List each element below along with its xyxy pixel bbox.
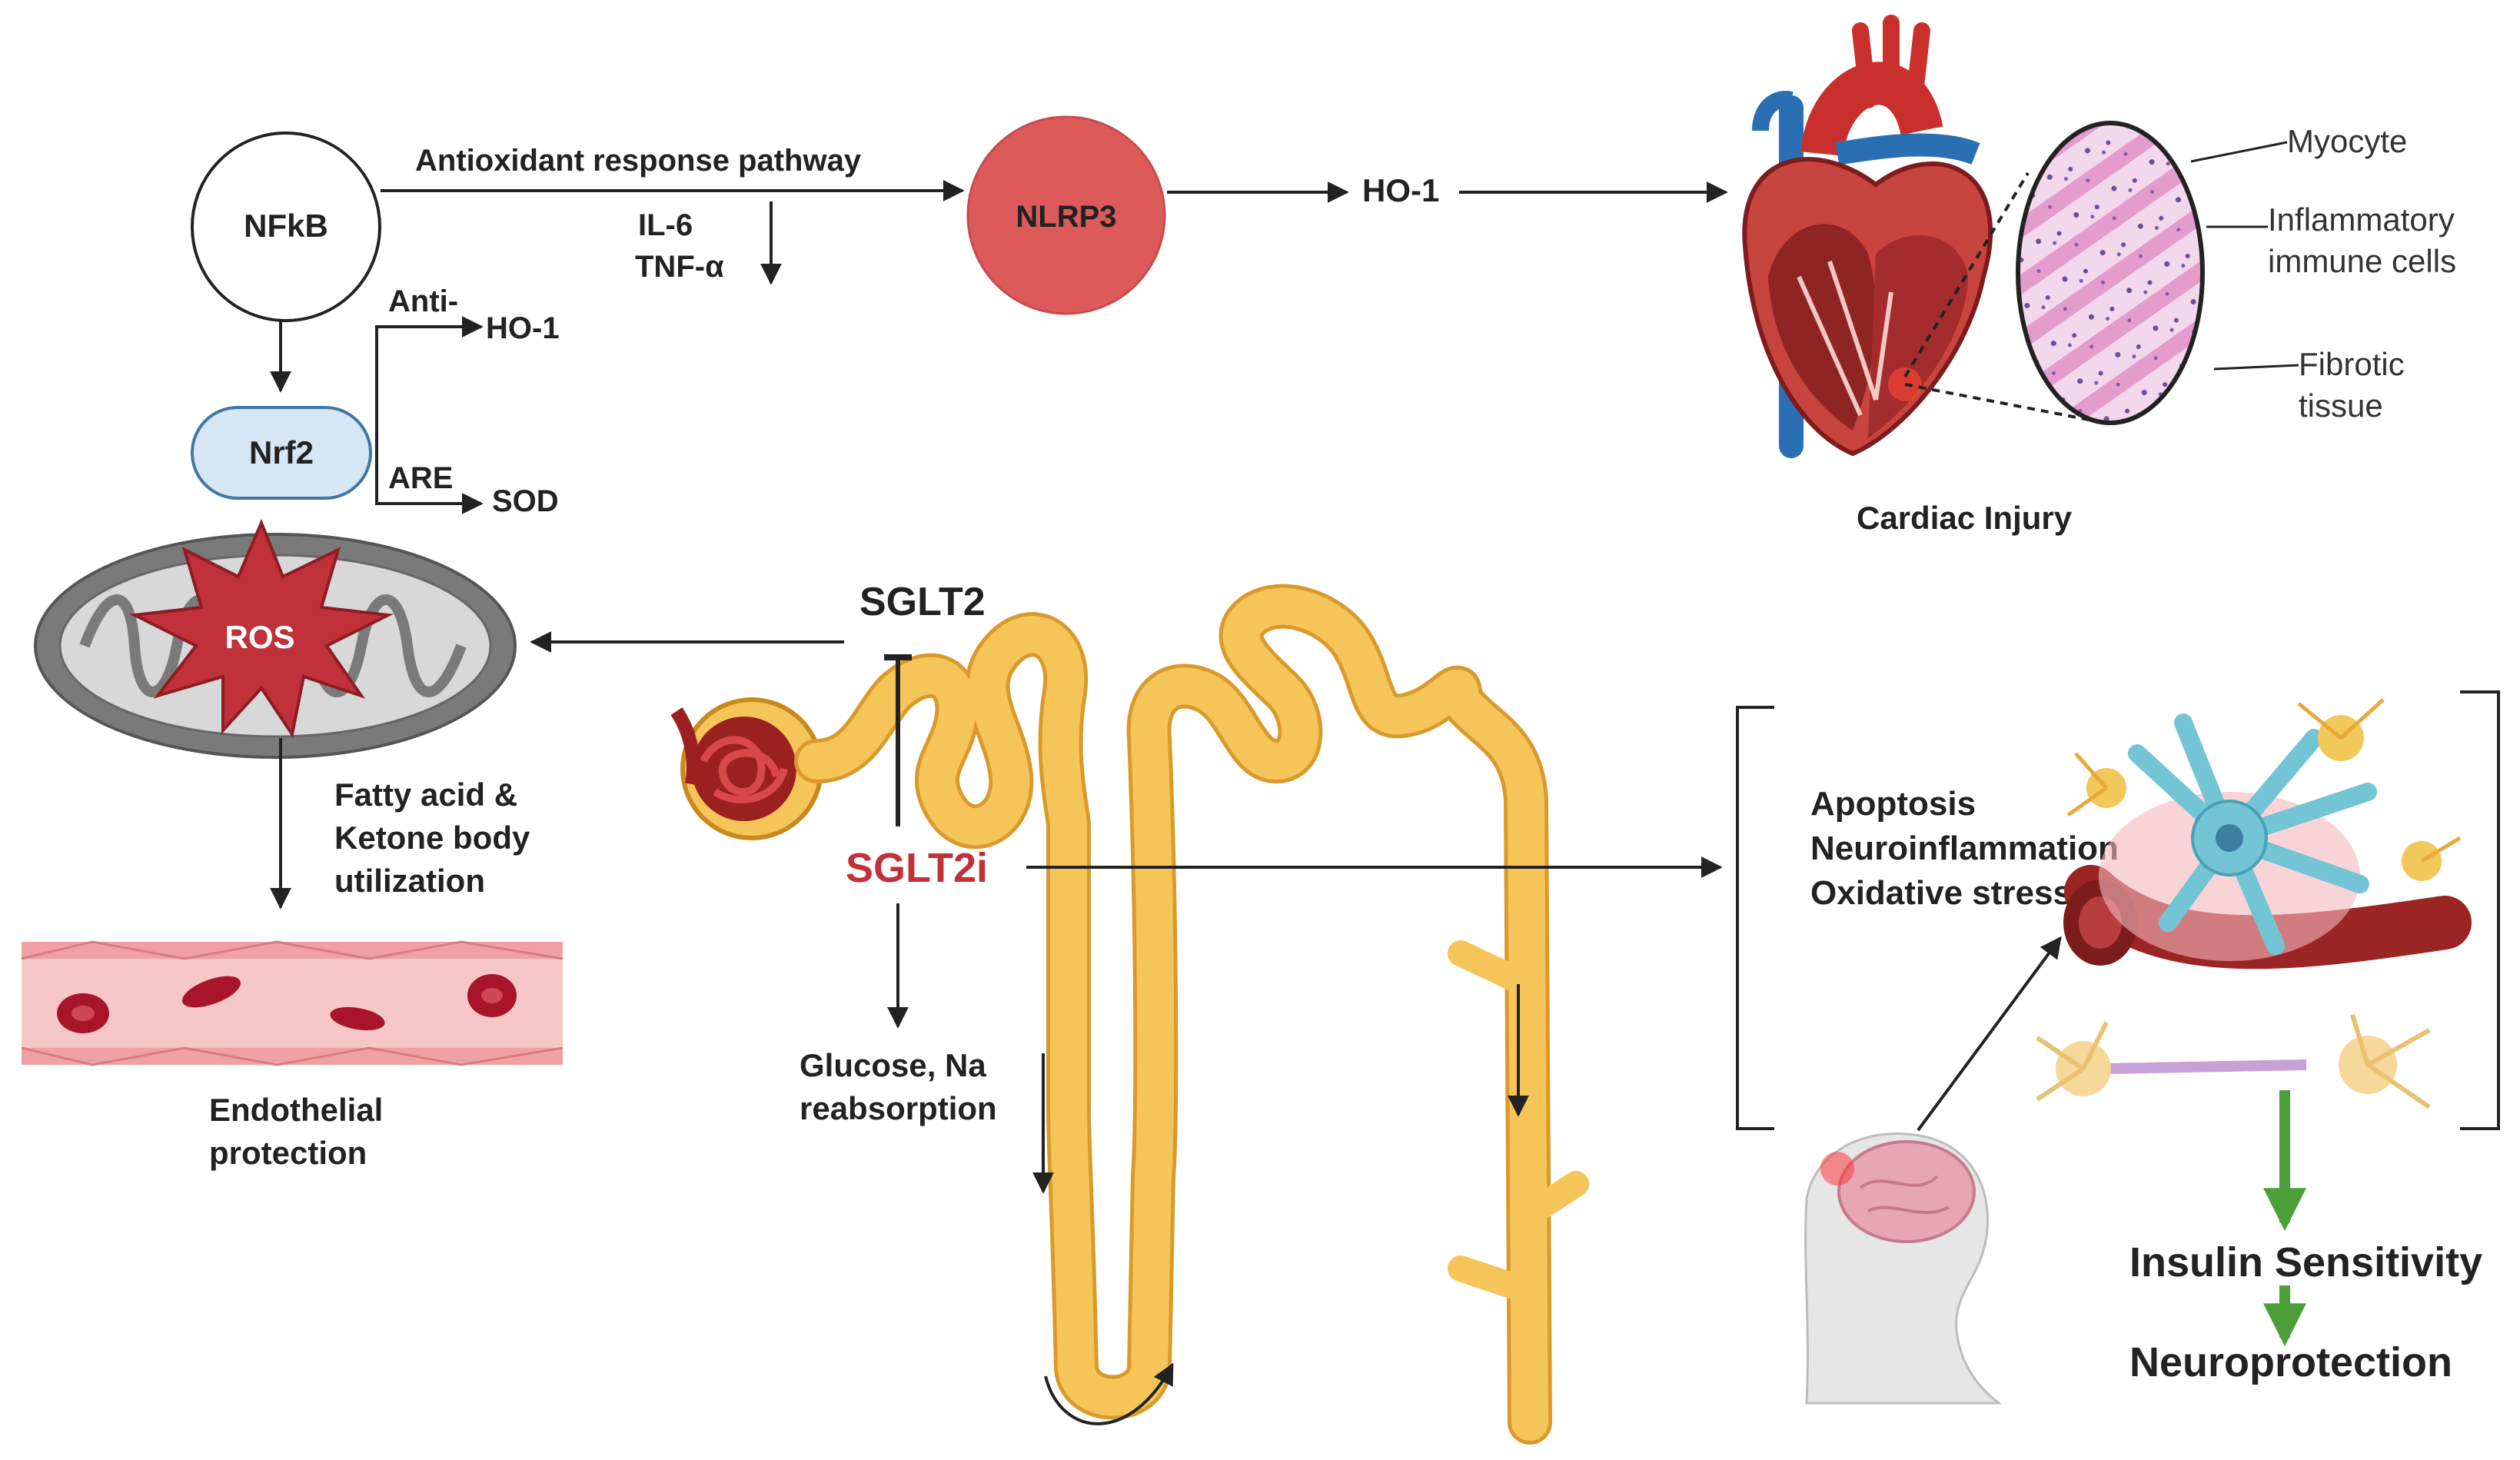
fibrotic-pointer — [2213, 364, 2299, 371]
blood-vessel-image — [21, 940, 564, 1066]
glucose-line1: Glucose, Na — [800, 1047, 986, 1083]
human-head-image — [1804, 1132, 2003, 1405]
heart-image — [1742, 15, 1993, 458]
inflam-line1: Inflammatory — [2268, 201, 2455, 238]
nfkb-label: NFkB — [244, 208, 328, 244]
sglt2i-label: SGLT2i — [846, 845, 988, 891]
ho1-top-label: HO-1 — [1362, 172, 1439, 208]
neuroprotection-label: Neuroprotection — [2129, 1339, 2452, 1385]
antioxidant-pathway-label: Antioxidant response pathway — [415, 144, 862, 178]
insulin-sensitivity-label: Insulin Sensitivity — [2129, 1239, 2482, 1285]
nlrp3-node: NLRP3 — [966, 115, 1166, 315]
cardiac-injury-label: Cardiac Injury — [1857, 500, 2073, 536]
neuron-vessel-image — [2036, 698, 2472, 1109]
brain-to-effects-arrow — [1917, 936, 2062, 1132]
right-bracket — [2460, 690, 2500, 1130]
tnf-label: TNF-α — [635, 250, 724, 284]
lens-connector-bottom — [1904, 383, 2098, 423]
nlrp3-label: NLRP3 — [1016, 200, 1116, 234]
nrf2-label: Nrf2 — [249, 434, 314, 471]
nephron-image — [670, 584, 1589, 1445]
endothelial-line2: protection — [209, 1135, 367, 1171]
ho1-left-label: HO-1 — [486, 311, 560, 345]
fibrotic-line1: Fibrotic — [2299, 346, 2405, 382]
neuroinflammation-label: Neuroinflammation — [1810, 830, 2119, 867]
ros-burst: ROS — [129, 518, 394, 739]
oxidative-label: Oxidative stress — [1810, 874, 2072, 912]
glucose-line2: reabsorption — [800, 1090, 997, 1126]
nfkb-node: NFkB — [191, 131, 381, 322]
fatty-acid-line3: utilization — [334, 863, 485, 899]
ros-label: ROS — [224, 619, 294, 655]
left-bracket — [1736, 706, 1774, 1130]
myocyte-pointer — [2190, 141, 2288, 163]
anti-label: Anti- — [388, 284, 458, 318]
il6-label: IL-6 — [638, 208, 693, 242]
tissue-lens-image — [2016, 121, 2205, 425]
sglt2-label: SGLT2 — [859, 580, 986, 624]
sod-label: SOD — [492, 484, 559, 518]
myocyte-label: Myocyte — [2287, 123, 2407, 159]
lens-connector-top — [1903, 171, 2030, 378]
fatty-acid-line2: Ketone body — [334, 820, 530, 856]
fibrotic-line2: tissue — [2299, 387, 2383, 424]
inflam-line2: immune cells — [2268, 243, 2456, 279]
are-label: ARE — [388, 461, 453, 495]
endothelial-line1: Endothelial — [209, 1092, 383, 1128]
nrf2-node: Nrf2 — [191, 406, 372, 500]
apoptosis-label: Apoptosis — [1810, 785, 1976, 823]
fatty-acid-line1: Fatty acid & — [334, 777, 517, 813]
